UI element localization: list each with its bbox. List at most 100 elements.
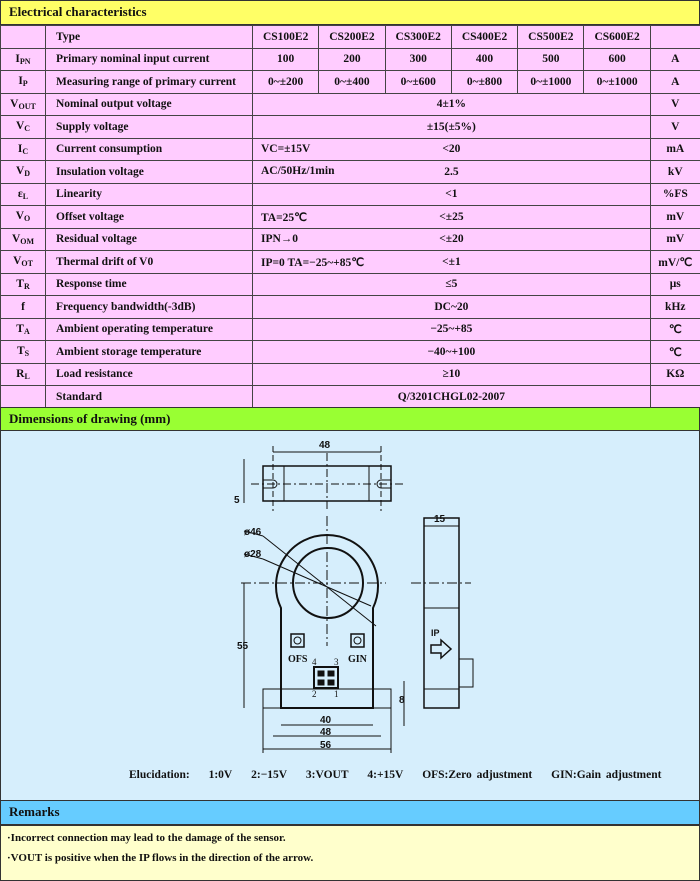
condition: TA=25℃ [261, 212, 308, 224]
symbol-cell: f [0, 295, 46, 319]
value-cell: 0~±1000 [583, 70, 651, 94]
pin-1: 1:0V [208, 769, 233, 781]
condition: VC=±15V [261, 142, 311, 155]
value-cell: ≤5 [252, 272, 651, 296]
gin-note: GIN:Gain adjustment [551, 769, 662, 781]
symbol-cell [0, 25, 46, 49]
value-cell: −25~+85 [252, 317, 651, 341]
value-cell: 0~±400 [318, 70, 386, 94]
top-view: 48 5 [234, 440, 403, 511]
svg-text:48: 48 [319, 440, 331, 451]
unit-cell [649, 385, 700, 409]
symbol-cell: VOUT [0, 92, 46, 116]
remark-item: ·Incorrect connection may lead to the da… [7, 832, 286, 844]
pin-3: 3:VOUT [305, 769, 349, 781]
symbol-cell: RL [0, 362, 46, 386]
symbol-cell: TS [0, 340, 46, 364]
condition: IP=0 TA=−25~+85℃ [261, 257, 365, 269]
svg-text:8: 8 [399, 695, 405, 706]
value-cell: 0~±800 [450, 70, 519, 94]
value-cell: 100 [251, 47, 320, 71]
type-label: Type [45, 25, 253, 49]
svg-text:5: 5 [234, 495, 240, 506]
value-cell: 0~±1000 [517, 70, 585, 94]
symbol-cell: IC [0, 137, 46, 161]
svg-text:4: 4 [312, 657, 317, 667]
svg-text:2: 2 [312, 689, 317, 699]
dimensions-header: Dimensions of drawing (mm) [0, 407, 700, 431]
unit-cell: kV [649, 160, 700, 184]
svg-text:55: 55 [237, 641, 249, 652]
unit-cell: V [649, 92, 700, 116]
unit-cell: ℃ [649, 340, 700, 364]
parameter-name: Standard [45, 385, 253, 409]
unit-cell: mA [649, 137, 700, 161]
value-cell: ≥10 [252, 362, 651, 386]
electrical-characteristics-header: Electrical characteristics [0, 0, 700, 25]
unit-cell: KΩ [649, 362, 700, 386]
symbol-cell: VD [0, 160, 46, 184]
svg-text:ø46: ø46 [244, 527, 262, 538]
unit-cell: V [649, 115, 700, 139]
unit-cell: kHz [649, 295, 700, 319]
pin-4: 4:+15V [367, 769, 404, 781]
svg-text:40: 40 [320, 715, 332, 726]
parameter-name: Thermal drift of V0 [45, 250, 253, 274]
value-cell: 600 [583, 47, 651, 71]
elucidation: Elucidation: 1:0V 2:−15V 3:VOUT 4:+15V O… [129, 769, 675, 781]
condition: AC/50Hz/1min [261, 165, 335, 177]
parameter-name: Residual voltage [45, 227, 253, 251]
parameter-name: Ambient storage temperature [45, 340, 253, 364]
svg-text:IP: IP [431, 628, 440, 638]
pin-2: 2:−15V [251, 769, 288, 781]
unit-cell: ℃ [649, 317, 700, 341]
value-cell: 500 [517, 47, 585, 71]
symbol-cell: VOT [0, 250, 46, 274]
parameter-name: Response time [45, 272, 253, 296]
parameter-name: Frequency bandwidth(-3dB) [45, 295, 253, 319]
value-cell: 200 [318, 47, 386, 71]
unit-cell: μs [649, 272, 700, 296]
value-cell: 400 [450, 47, 519, 71]
svg-text:ø28: ø28 [244, 549, 262, 560]
side-view: 15 IP [411, 514, 474, 709]
value-cell: −40~+100 [252, 340, 651, 364]
symbol-cell: VO [0, 205, 46, 229]
svg-text:15: 15 [434, 514, 446, 525]
svg-text:OFS: OFS [288, 654, 308, 665]
symbol-cell: TR [0, 272, 46, 296]
value-cell: ±15(±5%) [252, 115, 651, 139]
svg-text:56: 56 [320, 740, 332, 751]
parameter-name: Primary nominal input current [45, 47, 253, 71]
parameter-name: Current consumption [45, 137, 253, 161]
value-cell: DC~20 [252, 295, 651, 319]
svg-text:1: 1 [334, 689, 339, 699]
value-cell: 0~±200 [251, 70, 320, 94]
value-cell: 0~±600 [384, 70, 452, 94]
svg-text:GIN: GIN [348, 654, 368, 665]
parameter-name: Insulation voltage [45, 160, 253, 184]
unit-cell: A [649, 70, 700, 94]
symbol-cell: VOM [0, 227, 46, 251]
value-cell: 4±1% [252, 92, 651, 116]
model-header: CS500E2 [517, 25, 585, 49]
symbol-cell [0, 385, 46, 409]
elucidation-label: Elucidation: [129, 769, 190, 781]
remarks-header: Remarks [0, 800, 700, 825]
